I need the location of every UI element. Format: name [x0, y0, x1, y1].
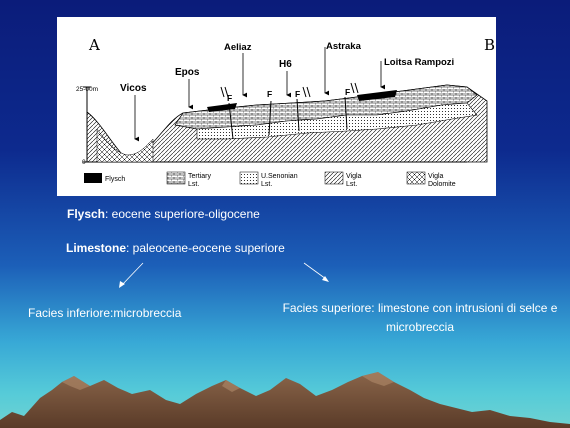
arrow-to-inferiore: [120, 262, 144, 287]
legend-label: Lst.: [261, 181, 272, 188]
locality-astraka: Astraka: [326, 41, 362, 52]
legend-label: Flysch: [105, 176, 125, 183]
limestone-term: Limestone: [66, 241, 127, 255]
cross-section-drawing: A B 25-00m 0 F F: [76, 36, 495, 188]
legend-label: Vigla: [428, 173, 444, 180]
locality-h6: H6: [279, 59, 292, 70]
legend-label: Lst.: [346, 181, 357, 188]
locality-epos: Epos: [175, 67, 200, 78]
flysch-term: Flysch: [67, 207, 106, 221]
facies-superiore: Facies superiore: limestone con intrusio…: [282, 301, 558, 334]
legend-label: U.Senonian: [261, 173, 298, 180]
flysch-description: : eocene superiore-oligocene: [105, 207, 260, 221]
legend-swatch-senonian: [239, 171, 259, 185]
mountain-range: [0, 372, 570, 428]
legend-label: Lst.: [188, 181, 199, 188]
fault-marker: F: [345, 87, 350, 97]
fault-marker: F: [227, 93, 232, 103]
facies-inferiore: Facies inferiore:microbreccia: [28, 306, 182, 320]
legend-label: Tertiary: [188, 173, 211, 180]
dotted-layer: [196, 102, 478, 140]
corner-label-b: B: [484, 36, 495, 54]
legend-swatch-vigla-dolomite: [406, 171, 426, 185]
limestone-line: Limestone: paleocene-eocene superiore: [66, 241, 285, 256]
flysch-line: Flysch: eocene superiore-oligocene: [67, 207, 260, 222]
legend-swatch-vigla-lst: [324, 171, 344, 185]
corner-label-a: A: [88, 36, 100, 54]
fault-marker: F: [295, 89, 300, 99]
legend-swatch-tertiary: [166, 171, 186, 185]
locality-loitsa-rampozi: Loitsa Rampozi: [384, 57, 454, 68]
locality-vicos: Vicos: [120, 83, 147, 94]
flysch-lens-2: [357, 90, 397, 101]
legend-swatch-flysch: [84, 173, 102, 183]
locality-aeliaz: Aeliaz: [224, 42, 252, 53]
arrow-to-superiore: [303, 262, 327, 280]
mountain-silhouette: [0, 372, 570, 428]
fault-marker: F: [267, 89, 272, 99]
legend: Flysch Tertiary Lst. U.Senonian Lst. Vig…: [84, 171, 456, 188]
legend-label: Vigla: [346, 173, 362, 180]
limestone-description: : paleocene-eocene superiore: [126, 241, 285, 255]
legend-label: Dolomite: [428, 181, 456, 188]
valley-dolomite: [96, 128, 154, 163]
geological-cross-section: A B 25-00m 0 F F: [57, 17, 496, 196]
